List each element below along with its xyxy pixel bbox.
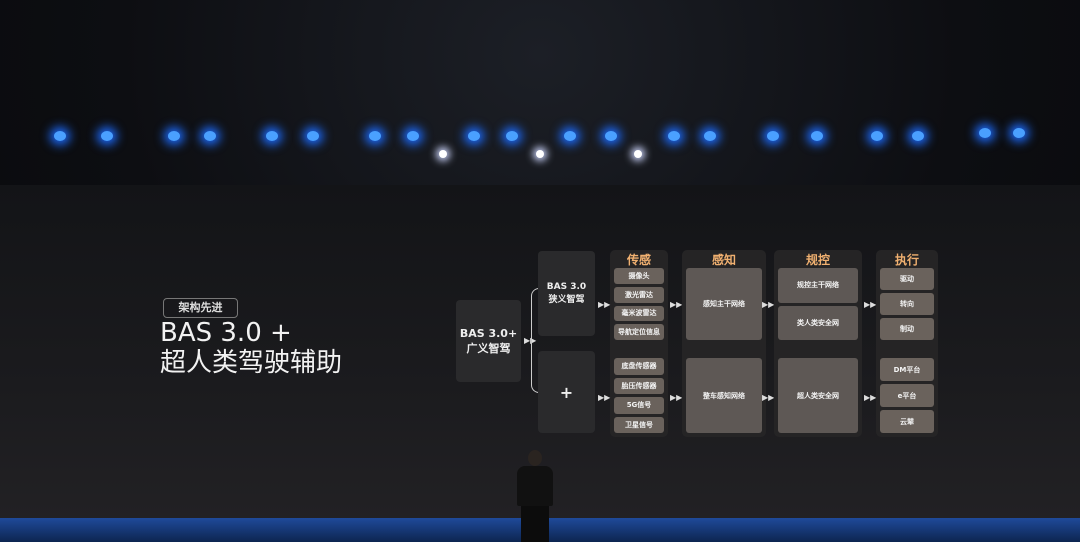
cell-top: 驱动 xyxy=(880,268,934,290)
cell-top: 导航定位信息 xyxy=(614,324,664,340)
speaker xyxy=(515,450,555,542)
blue-spotlight xyxy=(1013,128,1025,138)
blue-spotlight xyxy=(605,131,617,141)
blue-spotlight xyxy=(912,131,924,141)
column-title: 传感 xyxy=(626,253,651,267)
arrow-icon: ▶▶ xyxy=(670,300,683,309)
root-box-line2: 广义智驾 xyxy=(466,341,511,355)
cell-bottom: 胎压传感器 xyxy=(614,377,664,394)
blue-spotlight xyxy=(506,131,518,141)
arrow-icon: ▶▶ xyxy=(864,393,877,402)
arrow-icon: ▶▶ xyxy=(762,393,775,402)
blue-spotlight xyxy=(871,131,883,141)
cell-bottom: 5G信号 xyxy=(614,397,664,414)
cell-top: 规控主干网络 xyxy=(778,268,858,303)
blue-spotlight xyxy=(704,131,716,141)
blue-spotlight xyxy=(407,131,419,141)
white-spotlight xyxy=(536,150,544,158)
white-spotlight xyxy=(634,150,642,158)
blue-spotlight xyxy=(468,131,480,141)
narrow-box-line1: BAS 3.0 xyxy=(546,282,587,292)
cell-bottom: 超人类安全网 xyxy=(778,358,858,433)
cell-top: 感知主干网络 xyxy=(686,268,762,340)
narrow-box: BAS 3.0 狭义智驾 xyxy=(538,251,595,336)
root-box: BAS 3.0+ 广义智驾 xyxy=(456,300,521,382)
blue-spotlight xyxy=(767,131,779,141)
blue-spotlight xyxy=(811,131,823,141)
cell-bottom: DM平台 xyxy=(880,358,934,381)
blue-spotlight xyxy=(369,131,381,141)
cell-top: 毫米波雷达 xyxy=(614,305,664,322)
blue-spotlight xyxy=(168,131,180,141)
arrow-icon: ▶▶ xyxy=(598,300,611,309)
slide-title: BAS 3.0 + 超人类驾驶辅助 xyxy=(160,318,342,378)
cell-top: 转向 xyxy=(880,293,934,315)
blue-spotlight xyxy=(266,131,278,141)
plus-box: + xyxy=(538,351,595,433)
arrow-icon: ▶▶ xyxy=(762,300,775,309)
blue-spotlight xyxy=(54,131,66,141)
slide-title-line2: 超人类驾驶辅助 xyxy=(160,348,343,378)
column-title: 执行 xyxy=(894,253,919,267)
column-3: 执行驱动转向制动 DM平台 e平台云辇 xyxy=(876,250,938,437)
blue-spotlight xyxy=(307,131,319,141)
cell-top: 摄像头 xyxy=(614,268,664,284)
column-1: 感知感知主干网络整车感知网络 xyxy=(682,250,766,437)
column-title: 规控 xyxy=(805,253,830,267)
cell-top: 制动 xyxy=(880,318,934,340)
column-2: 规控规控主干网络类人类安全网超人类安全网 xyxy=(774,250,862,437)
cell-bottom: e平台 xyxy=(880,384,934,407)
narrow-box-line2: 狭义智驾 xyxy=(548,295,585,305)
blue-spotlight xyxy=(564,131,576,141)
arrow-icon: ▶▶ xyxy=(524,336,537,345)
blue-spotlight xyxy=(668,131,680,141)
column-title: 感知 xyxy=(711,253,736,267)
blue-spotlight xyxy=(101,131,113,141)
arrow-icon: ▶▶ xyxy=(670,393,683,402)
slide-title-line1: BAS 3.0 + xyxy=(160,318,292,348)
cell-bottom: 卫星信号 xyxy=(614,416,664,433)
column-0: 传感摄像头激光雷达毫米波雷达导航定位信息底盘传感器胎压传感器 5G信号卫星信号 xyxy=(610,250,668,437)
cell-top: 激光雷达 xyxy=(614,286,664,303)
arrow-icon: ▶▶ xyxy=(864,300,877,309)
white-spotlight xyxy=(439,150,447,158)
root-box-line1: BAS 3.0+ xyxy=(459,326,518,340)
cell-bottom: 云辇 xyxy=(880,410,934,433)
cell-bottom: 整车感知网络 xyxy=(686,358,762,433)
blue-spotlight xyxy=(979,128,991,138)
cell-bottom: 底盘传感器 xyxy=(614,358,664,375)
slide-tag: 架构先进 xyxy=(163,298,238,318)
arrow-icon: ▶▶ xyxy=(598,393,611,402)
cell-top: 类人类安全网 xyxy=(778,305,858,340)
blue-spotlight xyxy=(204,131,216,141)
